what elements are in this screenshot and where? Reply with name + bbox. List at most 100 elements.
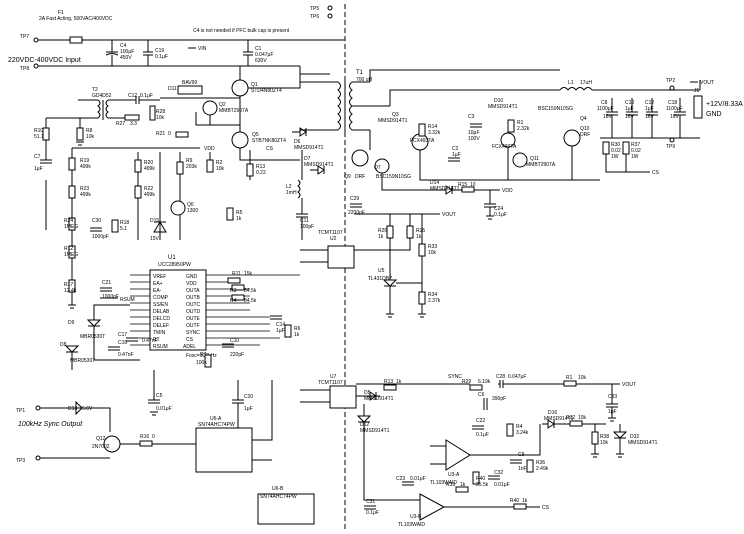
- u1-pin-ea-plus: EA+: [153, 281, 163, 287]
- r32-symbol: [569, 420, 583, 427]
- tp6-label: TP6: [310, 14, 319, 20]
- diode-clamp-section: D9 MBR0530T D8 MBR0530T C16 0.47nF C17 0…: [60, 297, 158, 370]
- r25-ref: R25: [416, 228, 425, 234]
- q2-ref: Q2: [219, 102, 226, 108]
- vout-tag-cs: VOUT: [622, 382, 636, 388]
- timing-network: R11 15k R3 84.5k R4 84.5k C14 1μF R6 1k …: [196, 271, 301, 368]
- r1b-ref: R1: [566, 375, 573, 381]
- q7-ref: Q7: [374, 165, 381, 171]
- t1-value: 700 uH: [356, 77, 373, 83]
- r23-symbol: [68, 185, 76, 199]
- d14-ref: D14: [430, 180, 439, 186]
- tp9-label: TP9: [666, 144, 675, 150]
- c10o-ref: C10: [625, 100, 634, 106]
- r4b-value: 3.24k: [516, 430, 529, 436]
- r1b-value: 10k: [578, 375, 587, 381]
- u3b-ref: U3-B: [410, 514, 422, 520]
- tp5-point: [327, 5, 333, 11]
- r30-symbol: [602, 141, 610, 155]
- r3-value: 84.5k: [244, 288, 257, 294]
- u1-pin-adel: ADEL: [183, 344, 196, 350]
- r26-symbol: [386, 225, 394, 239]
- d32-ref: D32: [630, 434, 639, 440]
- main-transformer: T1 700 uH: [300, 70, 390, 132]
- u6a-part: SN74AHC74PW: [198, 422, 235, 428]
- u6a-body: [195, 427, 253, 473]
- tp3-point: [35, 455, 41, 461]
- u3a-ref: U3-A: [448, 472, 460, 478]
- q10-symbol: [351, 149, 369, 167]
- r22-value: 499k: [144, 192, 155, 198]
- r34-value: 2.37k: [428, 298, 441, 304]
- u1-pin-outb: OUTB: [186, 295, 201, 301]
- d32-part: MMSD914T1: [628, 440, 658, 446]
- q6-ref: Q6: [187, 202, 194, 208]
- vout-tag-top: VOUT: [700, 80, 714, 86]
- u1-pin-ss-en: SS/EN: [153, 302, 168, 308]
- q1-part: STD4N80ZT4: [251, 88, 282, 94]
- u1-pin-sync: SYNC: [186, 330, 200, 336]
- r2-value: 10k: [216, 166, 225, 172]
- r40-symbol: [513, 503, 527, 510]
- r37-power: 1W: [631, 154, 639, 160]
- u1-pin-vref: VREF: [153, 274, 166, 280]
- q11-symbol: [512, 152, 528, 168]
- d10-part: MMSD914T1: [488, 104, 518, 110]
- u5-part: TL431DBZ: [368, 276, 392, 282]
- c24-value: 0.1μF: [494, 212, 507, 218]
- c22-ref: C22: [476, 418, 485, 424]
- c22-value: 0.1μF: [476, 432, 489, 438]
- c20-ref: C20: [244, 394, 253, 400]
- q4-symbol: [563, 129, 581, 147]
- r33-value: 10k: [428, 250, 437, 256]
- u1-part: UCC28950PW: [158, 262, 191, 268]
- r9-value: 203k: [186, 164, 197, 170]
- r13b-symbol: [383, 384, 397, 391]
- u3b-part: TL103WAID: [398, 522, 425, 528]
- r10-ref: R10: [34, 128, 43, 134]
- r16-ref: R16: [140, 434, 149, 440]
- c30-value: 1000pF: [92, 234, 109, 240]
- vdd-tag-1: VDD: [204, 146, 215, 152]
- t2-part: GD4D52: [92, 93, 112, 99]
- c4-value: 100μF: [120, 49, 134, 55]
- r37-value: 0.02: [631, 148, 641, 154]
- r19-ref: R19: [80, 158, 89, 164]
- vdd-tag-sec: VDD: [502, 188, 513, 194]
- sync-tag: SYNC: [448, 374, 462, 380]
- c8-voltage: 16V: [603, 114, 613, 120]
- c19-value: 0.1μF: [155, 54, 168, 60]
- q1-ref: Q1: [251, 82, 258, 88]
- r16-value: 0: [152, 434, 155, 440]
- c9b-value: 1nF: [518, 466, 527, 472]
- c1-value: 0.047μF: [255, 52, 273, 58]
- r7-value: 100k: [196, 360, 207, 366]
- r38-ref: R38: [600, 434, 609, 440]
- q4-ref: Q4: [580, 116, 587, 122]
- q5-symbol: [231, 131, 249, 149]
- r3-symbol: [231, 284, 245, 291]
- u2-part: TCMT1107: [318, 230, 343, 236]
- c33-value: 1μF: [608, 409, 617, 415]
- r1-ref: R1: [517, 120, 524, 126]
- r9-symbol: [176, 161, 184, 175]
- r23-ref: R23: [80, 186, 89, 192]
- r20-value: 499k: [144, 166, 155, 172]
- u1-pin-oute: OUTE: [186, 316, 201, 322]
- c19-ref: C19: [155, 48, 164, 54]
- r36-symbol: [526, 459, 534, 473]
- q1-symbol: [231, 79, 249, 97]
- tp5-label: TP5: [310, 6, 319, 12]
- r2-ref: R2: [216, 160, 223, 166]
- r9-ref: R9: [186, 158, 193, 164]
- j1-connector: [693, 95, 703, 119]
- u6b-body: [257, 493, 315, 525]
- c2-value-sec: 1μF: [452, 152, 461, 158]
- c6-value: 390pF: [492, 396, 506, 402]
- c28-ref: C28: [496, 374, 505, 380]
- r39-value: 25.5k: [476, 482, 489, 488]
- u1-pin-outa: OUTA: [186, 288, 200, 294]
- u1-pin-outf: OUTF: [186, 323, 200, 329]
- r13-ref: R13: [256, 164, 265, 170]
